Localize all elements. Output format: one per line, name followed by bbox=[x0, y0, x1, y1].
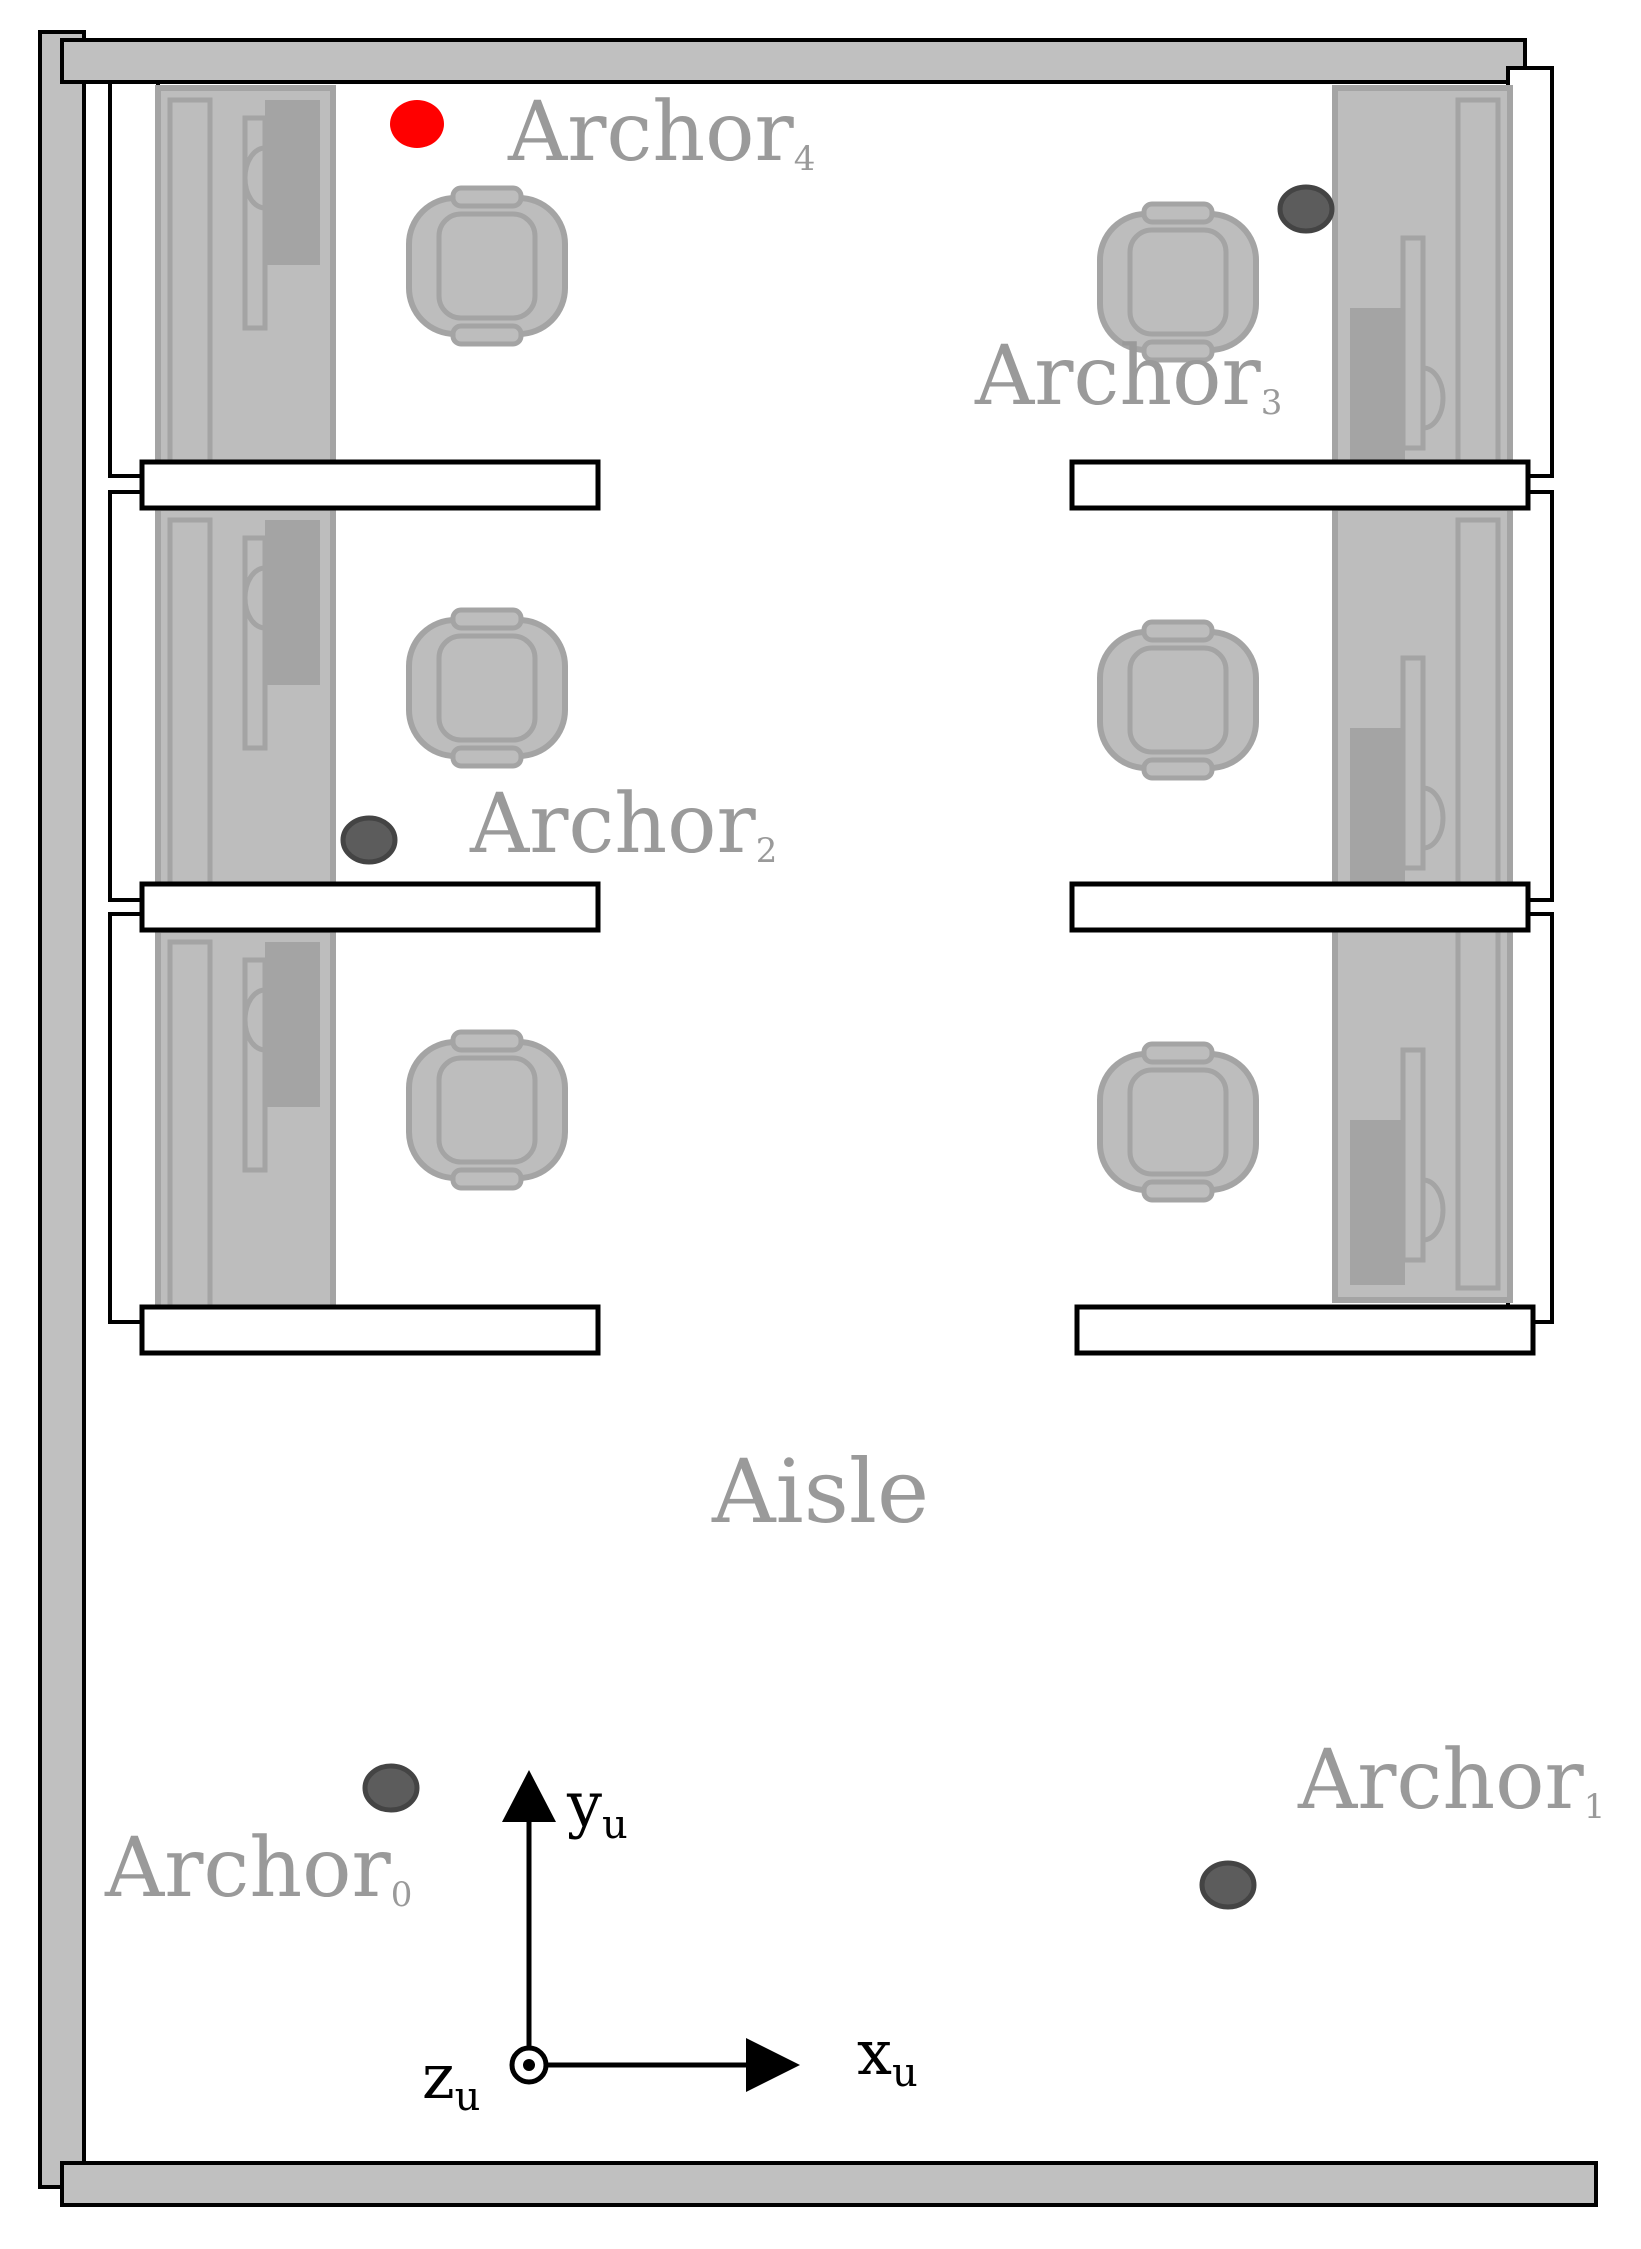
anchor-4-marker-active bbox=[390, 100, 444, 148]
partition-left-1 bbox=[139, 459, 601, 511]
chair-left-1 bbox=[409, 188, 565, 344]
desk-left-2 bbox=[158, 508, 333, 908]
coordinate-axes: yu xu zu bbox=[422, 1768, 918, 2120]
anchor-2-label: Archor2 bbox=[469, 777, 777, 872]
anchor-0-label: Archor0 bbox=[104, 1821, 412, 1916]
partition-right-3 bbox=[1074, 1304, 1536, 1356]
right-wall-top bbox=[1506, 66, 1554, 478]
desk-right-3 bbox=[1335, 900, 1510, 1300]
y-axis-arrowhead bbox=[502, 1770, 556, 1822]
partition-left-3 bbox=[139, 1304, 601, 1356]
bottom-wall bbox=[60, 2161, 1598, 2207]
anchor-3-marker bbox=[1277, 184, 1335, 234]
desk-left-3 bbox=[158, 930, 333, 1330]
chair-left-2 bbox=[409, 610, 565, 766]
anchor-3-label: Archor3 bbox=[974, 329, 1282, 424]
desk-right-1 bbox=[1335, 88, 1510, 488]
anchor-1-marker bbox=[1199, 1860, 1257, 1910]
anchor-1-label: Archor1 bbox=[1297, 1733, 1605, 1828]
partition-right-1 bbox=[1069, 459, 1531, 511]
chair-right-2 bbox=[1100, 622, 1256, 778]
chair-left-3 bbox=[409, 1032, 565, 1188]
top-wall bbox=[60, 38, 1527, 84]
desks bbox=[158, 88, 1510, 1330]
left-inner-wall-mid bbox=[108, 490, 160, 902]
z-axis-label: zu bbox=[422, 2040, 480, 2120]
partition-right-2 bbox=[1069, 881, 1531, 933]
anchor-2-marker bbox=[340, 815, 398, 865]
right-wall-mid bbox=[1506, 490, 1554, 902]
desk-left-1 bbox=[158, 88, 333, 488]
walls bbox=[38, 30, 1598, 2207]
anchor-0-marker bbox=[362, 1763, 420, 1813]
anchor-4-label: Archor4 bbox=[507, 85, 815, 180]
y-axis-label: yu bbox=[566, 1768, 628, 1848]
desk-right-2 bbox=[1335, 508, 1510, 908]
partitions bbox=[139, 459, 1536, 1356]
partition-left-2 bbox=[139, 881, 601, 933]
left-inner-wall-top bbox=[108, 80, 160, 478]
chair-right-3 bbox=[1100, 1044, 1256, 1200]
left-inner-wall-bottom bbox=[108, 912, 160, 1324]
x-axis-label: xu bbox=[857, 2016, 918, 2096]
right-wall-bottom bbox=[1506, 912, 1554, 1324]
z-axis-origin-dot bbox=[523, 2059, 535, 2071]
aisle-label: Aisle bbox=[711, 1440, 929, 1543]
left-wall bbox=[38, 30, 86, 2189]
anchors: Archor0 Archor1 Archor2 Archor3 Archor4 bbox=[104, 85, 1605, 1916]
x-axis-arrowhead bbox=[746, 2038, 800, 2092]
